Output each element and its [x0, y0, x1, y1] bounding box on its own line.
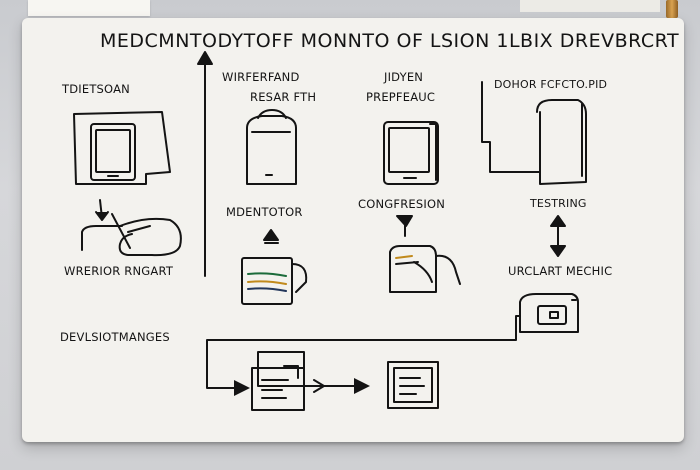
double-arrow-icon	[551, 216, 565, 256]
paper-sheet-top-right	[520, 0, 660, 12]
bag-icon	[247, 110, 296, 184]
label-devlsiotmanges: DEVLSIOTMANGES	[60, 330, 170, 344]
paper-sheet-top	[28, 0, 150, 16]
tablet-folder-icon	[74, 112, 170, 184]
binder-clip	[666, 0, 678, 18]
up-arrow-small	[264, 230, 278, 243]
label-resarfth: RESAR FTH	[250, 90, 317, 104]
monitor-chart-icon	[242, 258, 306, 304]
label-testring: TESTRING	[530, 197, 587, 210]
down-arrow-small	[397, 216, 412, 236]
page-title: MEDCMNTODYTOFF MONNTO OF LSION 1LBIX DRE…	[100, 30, 680, 52]
label-prepfeauc: PREPFEAUC	[366, 90, 436, 104]
label-wrerior: WRERIOR RNGART	[64, 264, 174, 278]
bottom-arrow	[304, 378, 370, 394]
document-folder-icon	[482, 82, 586, 184]
hand-writing-icon	[82, 200, 181, 255]
label-urclart: URCLART MECHIC	[508, 264, 613, 278]
tablet-icon	[384, 122, 438, 184]
camera-icon	[520, 294, 578, 332]
document-stack-icon	[252, 352, 304, 410]
label-tdetsoan: TDIETSOAN	[62, 82, 130, 96]
label-mdentotor: MDENTOTOR	[226, 205, 303, 219]
flow-connector	[207, 316, 520, 396]
document-icon	[388, 362, 438, 408]
label-jidyen: JIDYEN	[384, 70, 424, 84]
label-dohorfcfc: DOHOR FCFCTO.PID	[494, 78, 608, 91]
vertical-arrow	[198, 52, 212, 276]
tablet-chart-icon	[390, 246, 460, 292]
label-wirefrand: WIRFERFAND	[222, 70, 300, 84]
label-congfresion: CONGFRESION	[358, 197, 446, 211]
